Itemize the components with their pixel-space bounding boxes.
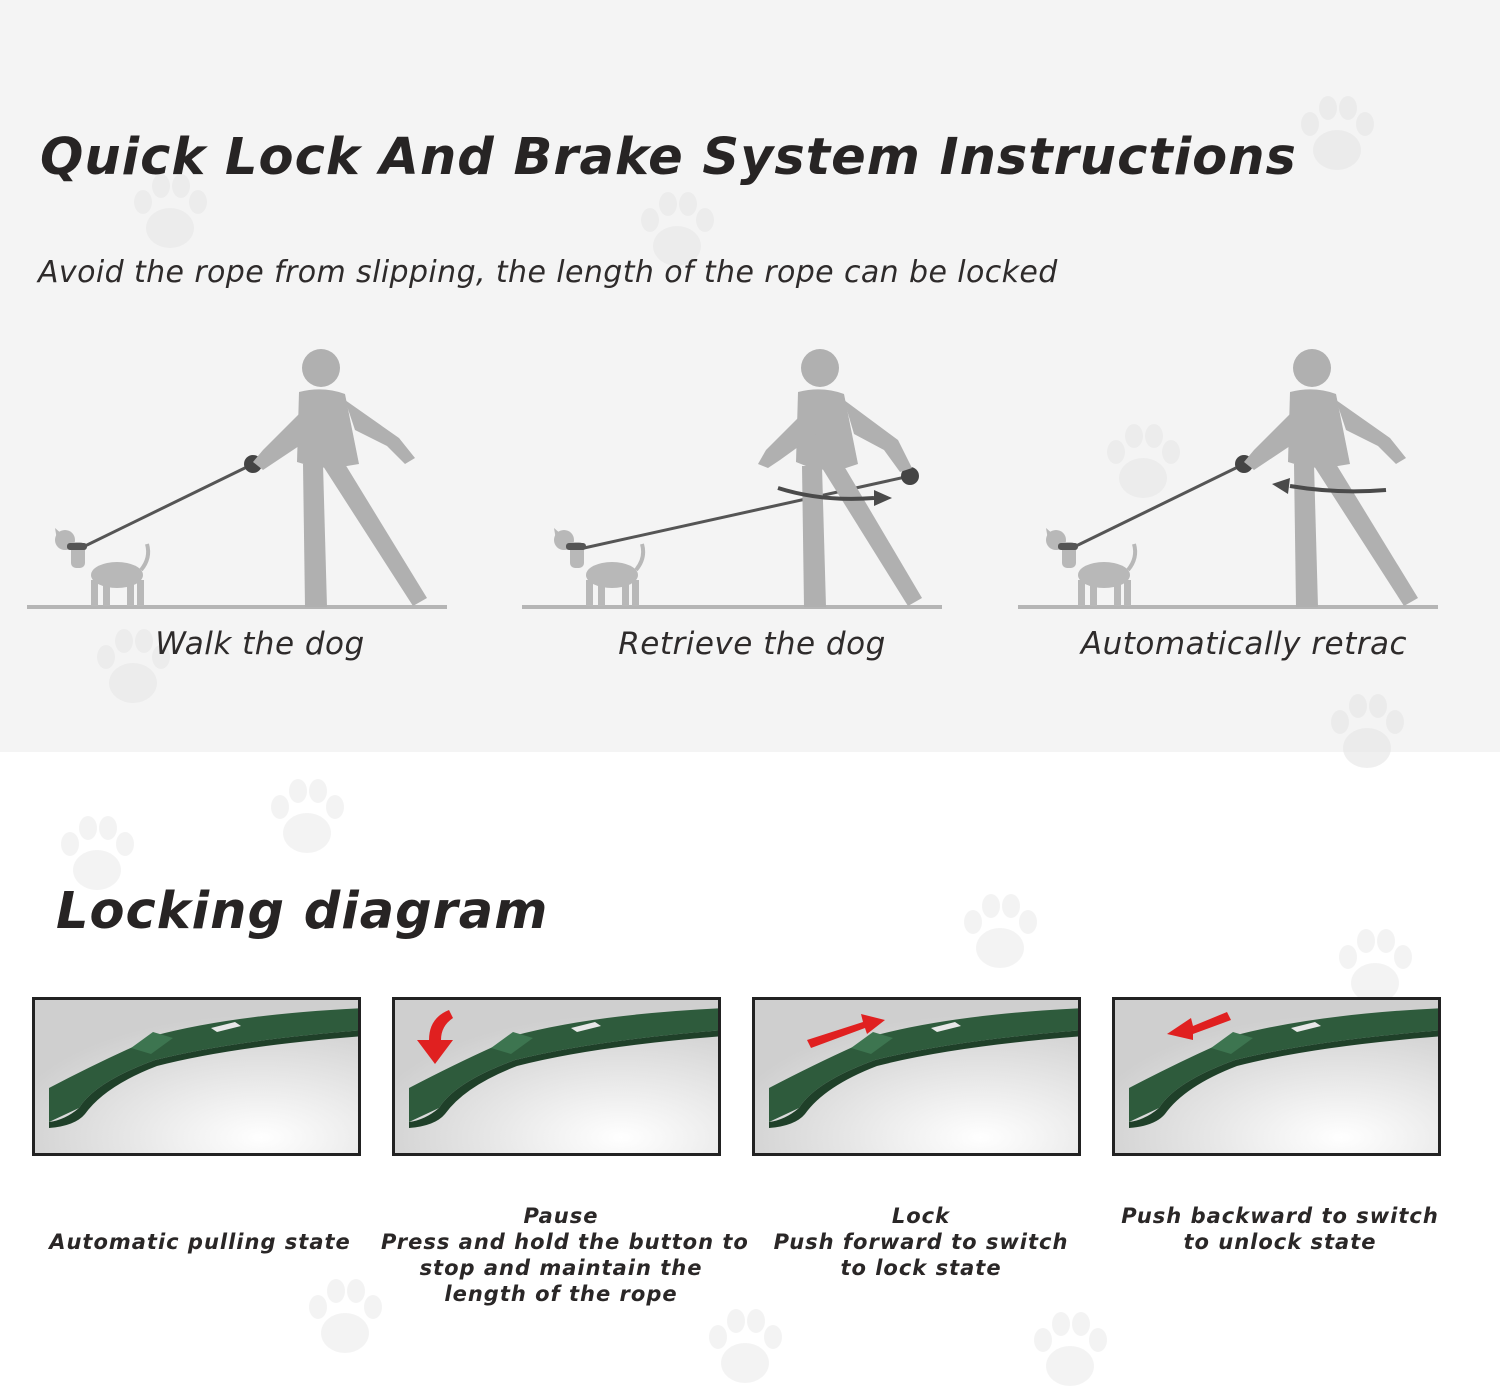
step-lock-image: [752, 997, 1081, 1156]
dog-collar: [566, 543, 586, 550]
step-unlock-image: [1112, 997, 1441, 1156]
scene-label-retract: Automatically retrac: [1080, 626, 1408, 662]
paw-print-icon: [309, 1279, 382, 1353]
dog-collar: [67, 543, 87, 550]
person-figure: [758, 349, 922, 607]
person-figure: [253, 349, 427, 607]
paw-print-icon: [1301, 96, 1374, 170]
paw-print-icon: [641, 192, 714, 266]
scene-label-retrieve: Retrieve the dog: [618, 626, 886, 662]
dog-collar: [1058, 543, 1078, 550]
paw-print-icon: [61, 816, 134, 890]
paw-print-icon: [1331, 694, 1404, 768]
dog-figure: [554, 528, 646, 606]
paw-print-icon: [964, 894, 1037, 968]
leash-handle-body: [769, 1008, 1078, 1128]
instructions-panel: [0, 0, 1500, 752]
dog-figure: [1046, 528, 1138, 606]
paw-print-icon: [97, 629, 170, 703]
walk-dog-illustration: [27, 349, 447, 609]
caption-line: to unlock state: [1183, 1230, 1377, 1254]
leash: [84, 455, 262, 548]
page-subtitle: Avoid the rope from slipping, the length…: [38, 255, 1058, 290]
dog-figure: [55, 528, 151, 606]
step-caption-automatic: Automatic pulling state: [20, 1229, 380, 1255]
step-caption-unlock: Push backward to switch to unlock state: [1100, 1203, 1460, 1255]
leash-handle-body: [409, 1008, 718, 1128]
paw-print-icon: [271, 779, 344, 853]
caption-line: Press and hold the button to: [381, 1230, 749, 1254]
paw-print-icon: [1339, 929, 1412, 1003]
retrieve-dog-illustration: [522, 349, 942, 609]
caption-line: length of the rope: [444, 1282, 678, 1306]
step-caption-lock: Lock Push forward to switch to lock stat…: [741, 1203, 1101, 1281]
step-caption-pause: Pause Press and hold the button to stop …: [381, 1203, 749, 1307]
caption-line: Automatic pulling state: [49, 1230, 351, 1254]
backward-arrow-icon: [1167, 1012, 1231, 1040]
caption-line: to lock state: [840, 1256, 1002, 1280]
forward-arrow-icon: [807, 1014, 885, 1048]
caption-line: Push forward to switch: [773, 1230, 1069, 1254]
scene-label-walk: Walk the dog: [155, 626, 365, 662]
caption-line: Pause: [523, 1204, 599, 1228]
paw-print-icon: [134, 174, 207, 248]
leash-handle-body: [49, 1008, 358, 1128]
retract-arrow-icon: [777, 486, 892, 506]
caption-line: Push backward to switch: [1121, 1204, 1439, 1228]
paw-print-icon: [1107, 424, 1180, 498]
paw-print-icon: [709, 1309, 782, 1383]
caption-line: stop and maintain the: [419, 1256, 703, 1280]
retract-back-arrow-icon: [1272, 478, 1387, 494]
person-figure: [1244, 349, 1418, 607]
page-title: Quick Lock And Brake System Instructions: [40, 128, 1297, 187]
leash: [1075, 455, 1253, 548]
leash-handle-body: [1129, 1008, 1438, 1128]
caption-line: Lock: [891, 1204, 951, 1228]
paw-print-icon: [1034, 1312, 1107, 1386]
locking-diagram-title: Locking diagram: [56, 882, 549, 941]
step-pause-image: [392, 997, 721, 1156]
press-down-arrow-icon: [417, 1010, 453, 1064]
auto-retract-illustration: [1018, 349, 1438, 609]
step-automatic-pulling-image: [32, 997, 361, 1156]
